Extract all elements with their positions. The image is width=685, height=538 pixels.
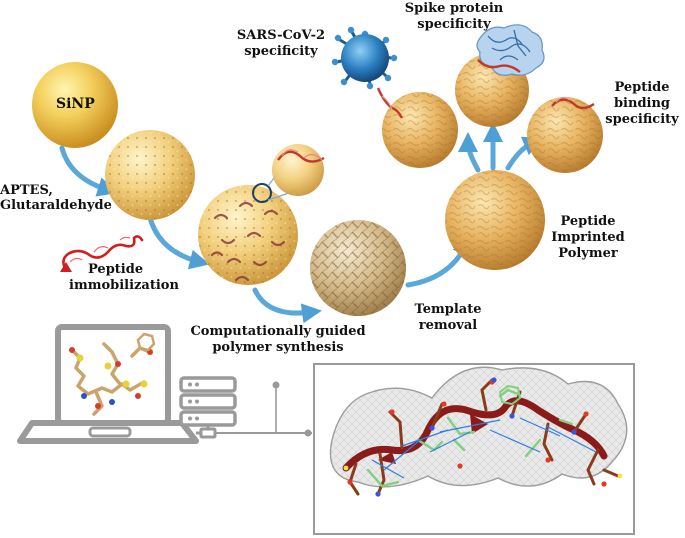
arrow-peptide-to-polymer — [252, 287, 322, 324]
arrow-coated-to-peptide — [147, 215, 210, 270]
flow-arrows — [59, 122, 544, 324]
sars-specificity-sphere — [382, 92, 458, 168]
sinp-label: SiNP — [56, 96, 95, 112]
aptes-label-line2: Glutaraldehyde — [0, 198, 112, 213]
protein-icon — [476, 24, 545, 76]
peptide-binding-specificity-label-line3: specificity — [605, 112, 679, 127]
sinp-sphere — [32, 62, 118, 148]
computational-label-line2: polymer synthesis — [212, 340, 344, 355]
spike-specificity-label-line1: Spike protein — [404, 1, 504, 16]
computational-label-line1: Computationally guided — [190, 324, 366, 339]
aptes-coated-sphere — [105, 130, 195, 220]
pip-label-line1: Peptide — [560, 214, 616, 229]
arrow-sinp-to-coated — [59, 145, 118, 197]
molecule-on-screen — [69, 332, 156, 416]
peptide-binding-specificity-label-line2: binding — [613, 96, 671, 111]
peptide-binding-specificity-sphere — [527, 96, 603, 173]
virus-icon — [331, 26, 404, 119]
template-removal-label-line1: Template — [414, 302, 482, 317]
template-removal-label-line2: removal — [418, 318, 478, 333]
arrow-pip-left — [458, 132, 481, 173]
pip-sphere — [445, 170, 545, 270]
aptes-label-line1: APTES, — [0, 183, 53, 198]
peptide-immobilized-sphere — [198, 185, 298, 285]
peptide-immobilization-label-line1: Peptide — [88, 262, 144, 277]
peptide-structure-panel — [313, 363, 635, 535]
peptide-immobilization-label-line2: immobilization — [69, 278, 179, 293]
sars-specificity-label-line1: SARS-CoV-2 — [236, 28, 326, 43]
spike-specificity-label-line2: specificity — [417, 17, 491, 32]
zoom-inset — [252, 144, 325, 203]
pip-label-line2: Imprinted — [551, 230, 625, 245]
peptide-chain-icon — [60, 235, 144, 272]
sars-specificity-label-line2: specificity — [244, 44, 318, 59]
server-icon — [179, 376, 312, 439]
peptide-binding-specificity-label-line1: Peptide — [614, 80, 670, 95]
polymer-sphere — [310, 220, 406, 316]
pip-label-line3: Polymer — [558, 246, 618, 261]
laptop-icon — [17, 324, 199, 444]
